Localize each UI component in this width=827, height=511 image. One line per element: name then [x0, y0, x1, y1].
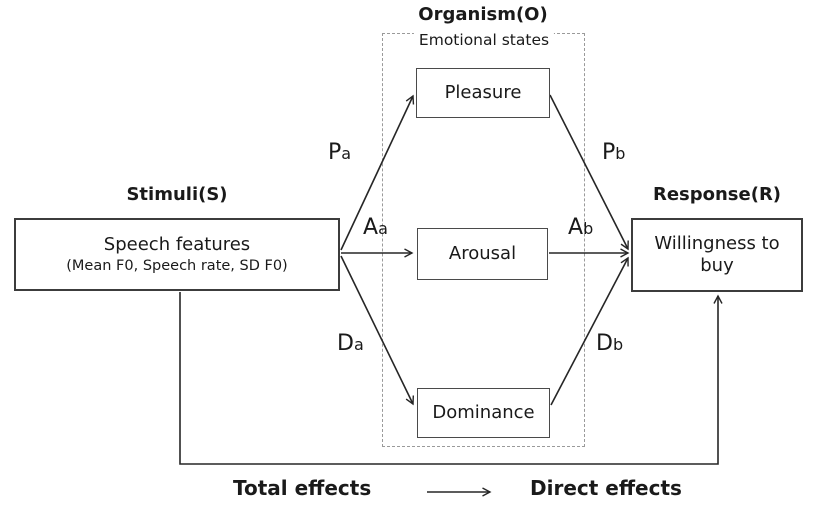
arousal-box-label: Arousal — [448, 243, 517, 265]
stimuli-box-sublabel: (Mean F0, Speech rate, SD F0) — [66, 257, 288, 274]
path-label-da-main: D — [337, 331, 354, 356]
response-box-label: Willingness to buy — [654, 233, 780, 276]
path-label-db-sub: b — [612, 335, 624, 354]
arrow-stimuli-to-pleasure — [340, 94, 415, 251]
organism-title: Organism(O) — [418, 4, 548, 25]
stimuli-title: Stimuli(S) — [126, 184, 228, 205]
path-label-pa-main: P — [328, 140, 342, 165]
pleasure-box-label: Pleasure — [444, 82, 522, 104]
path-label-ab: Ab — [568, 217, 593, 239]
emotional-states-subtitle: Emotional states — [413, 31, 555, 49]
dominance-box-label: Dominance — [432, 402, 535, 424]
path-label-da: Da — [337, 333, 364, 355]
dominance-box: Dominance — [417, 388, 550, 438]
arrow-dominance-to-response — [550, 256, 629, 406]
legend-direct-effects-label: Direct effects — [530, 476, 682, 500]
path-label-pb: Pb — [602, 142, 625, 164]
arrow-pleasure-to-response — [549, 94, 629, 251]
path-label-pa-sub: a — [341, 144, 352, 163]
path-label-pa: Pa — [328, 142, 351, 164]
path-label-ab-sub: b — [583, 219, 594, 238]
path-label-pb-sub: b — [615, 144, 626, 163]
stimuli-box-label: Speech features — [103, 234, 251, 256]
arrow-total-effects-path — [179, 292, 723, 465]
response-title: Response(R) — [652, 184, 782, 205]
path-label-db-main: D — [596, 331, 613, 356]
response-box: Willingness to buy — [631, 218, 803, 292]
path-label-db: Db — [596, 333, 623, 355]
path-label-aa-main: A — [363, 215, 379, 240]
legend-total-effects-label: Total effects — [233, 476, 372, 500]
pleasure-box: Pleasure — [416, 68, 550, 118]
path-label-aa: Aa — [363, 217, 388, 239]
path-label-ab-main: A — [568, 215, 584, 240]
arrow-stimuli-to-dominance — [340, 255, 415, 406]
path-label-da-sub: a — [353, 335, 364, 354]
stimuli-box: Speech features (Mean F0, Speech rate, S… — [14, 218, 340, 291]
path-label-pb-main: P — [602, 140, 616, 165]
arousal-box: Arousal — [417, 228, 548, 280]
path-label-aa-sub: a — [378, 219, 388, 238]
